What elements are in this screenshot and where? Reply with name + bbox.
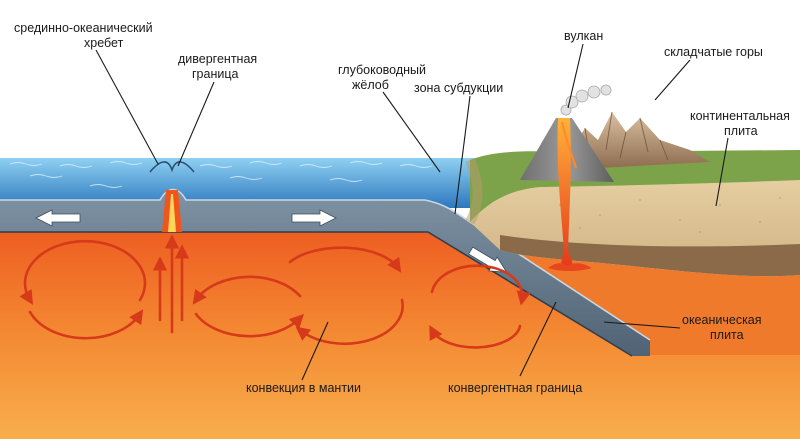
ocean-water	[0, 158, 478, 208]
lava-flow	[561, 121, 577, 169]
convection-cell-3	[288, 246, 402, 273]
curved-arrow-icon-group	[19, 234, 531, 349]
magma-root	[548, 263, 592, 271]
fold-mountains-leader	[654, 59, 691, 101]
ridge-label-line2: хребет	[84, 36, 124, 50]
coastal-slope	[465, 158, 483, 225]
trench-label-line1: глубоководный	[338, 63, 426, 77]
trench-leader	[382, 91, 441, 173]
trench-label-line2: жёлоб	[352, 78, 389, 92]
subduction-label: зона субдукции	[414, 81, 503, 95]
convection-leader	[301, 321, 329, 381]
ridge-label-line1: срединно-океанический	[14, 21, 153, 35]
continental-label-line1: континентальная	[690, 109, 790, 123]
convection-cell-4	[430, 264, 531, 306]
ocean-wave-lines	[9, 161, 433, 188]
oceanic-label-line2: плита	[710, 328, 744, 342]
convection-cell-4b	[429, 324, 522, 349]
mantle	[0, 232, 800, 439]
continental-leader	[715, 137, 729, 207]
fold-mountains	[560, 112, 710, 170]
volcano-leader	[567, 43, 584, 109]
leader-lines	[95, 43, 729, 381]
convection-cell-2	[192, 275, 302, 305]
convection-cell-2b	[194, 312, 305, 338]
convection-cell-1b	[28, 309, 144, 340]
crust-texture	[559, 197, 781, 233]
convection-label: конвекция в мантии	[246, 381, 361, 395]
convection-cell-1	[19, 239, 147, 305]
divergent-label-line1: дивергентная	[178, 52, 257, 66]
white-arrow-icon-right	[291, 209, 337, 227]
fold-mountains-label: складчатые горы	[664, 45, 763, 59]
smoke-plume-icon	[560, 84, 612, 116]
labels: срединно-океанический хребет дивергентна…	[14, 21, 790, 395]
oceanic-label-line1: океаническая	[682, 313, 762, 327]
volcano-label: вулкан	[564, 29, 603, 43]
subduction-leader	[454, 95, 471, 215]
convection-cell-3b	[295, 298, 404, 346]
oceanic-leader	[603, 321, 681, 329]
oceanic-plate-bottom-edge	[0, 231, 633, 357]
divergent-label-line2: граница	[192, 67, 239, 81]
lower-continental-crust	[500, 235, 800, 277]
volcano-magma-conduit	[557, 118, 574, 268]
divergent-leader	[177, 81, 215, 167]
ridge-crest	[149, 161, 195, 173]
continental-label-line2: плита	[724, 124, 758, 138]
white-arrow-icon-subduction	[468, 246, 508, 273]
convergent-leader	[519, 301, 557, 377]
ridge-leader	[95, 49, 159, 165]
convergent-label: конвергентная граница	[448, 381, 582, 395]
fold-mountain-ridges	[584, 111, 669, 161]
rift-magma-core	[168, 194, 176, 232]
white-arrow-icon-left	[35, 209, 81, 227]
